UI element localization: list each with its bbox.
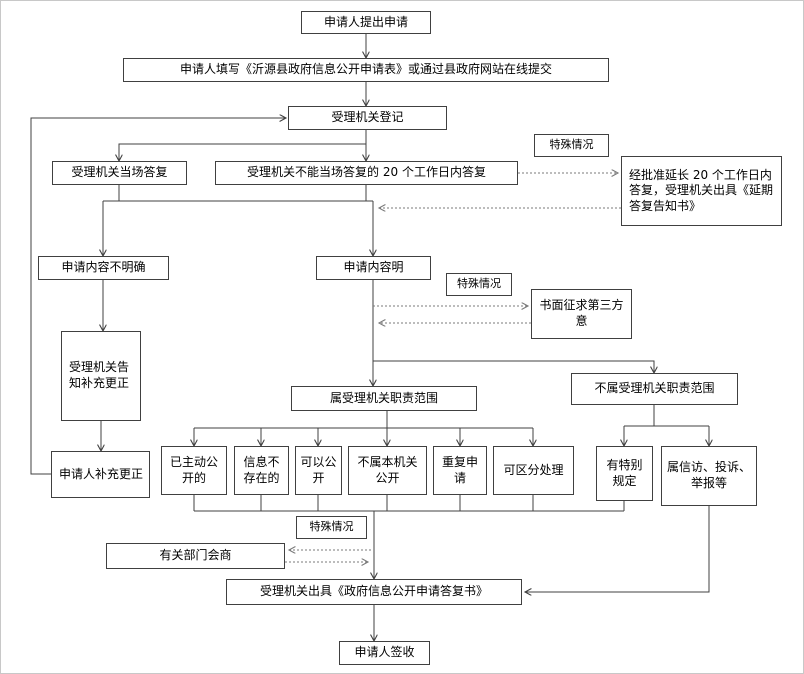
flow-node-sign-receive: 申请人签收 — [339, 641, 430, 665]
flow-node-already-public: 已主动公开的 — [161, 446, 227, 495]
solid-connectors — [30, 34, 709, 641]
flow-node-special-rule: 有特别规定 — [596, 446, 653, 501]
flow-node-special-case-top: 特殊情况 — [534, 134, 609, 157]
flow-node-repeat-apply: 重复申请 — [433, 446, 487, 495]
flow-node-separable: 可区分处理 — [493, 446, 574, 495]
flow-node-consult: 有关部门会商 — [106, 543, 285, 569]
dotted-connectors — [285, 173, 621, 562]
flow-node-reply-20days: 受理机关不能当场答复的 20 个工作日内答复 — [215, 161, 518, 185]
flow-node-extend-reply: 经批准延长 20 个工作日内答复，受理机关出具《延期答复告知书》 — [621, 156, 782, 226]
flow-node-fill-form: 申请人填写《沂源县政府信息公开申请表》或通过县政府网站在线提交 — [123, 58, 609, 82]
flow-node-issue-reply: 受理机关出具《政府信息公开申请答复书》 — [226, 579, 522, 605]
flow-node-not-this-org: 不属本机关公开 — [348, 446, 427, 495]
flow-node-applicant-submit: 申请人提出申请 — [301, 11, 431, 34]
flow-node-petition: 属信访、投诉、举报等 — [661, 446, 757, 506]
flow-node-out-scope: 不属受理机关职责范围 — [571, 373, 738, 405]
flow-node-special-case-middle: 特殊情况 — [446, 273, 512, 296]
flow-node-notify-supplement: 受理机关告知补充更正 — [61, 331, 141, 421]
flow-node-applicant-supplement: 申请人补充更正 — [51, 451, 150, 498]
flow-node-third-party: 书面征求第三方意 — [531, 289, 632, 339]
flow-node-content-unclear: 申请内容不明确 — [38, 256, 169, 280]
flow-node-can-public: 可以公开 — [295, 446, 342, 495]
flow-node-register: 受理机关登记 — [288, 106, 447, 130]
flow-node-in-scope: 属受理机关职责范围 — [291, 386, 477, 411]
flow-node-special-case-bottom: 特殊情况 — [296, 516, 367, 539]
flow-node-content-clear: 申请内容明 — [316, 256, 431, 280]
flow-node-reply-onsite: 受理机关当场答复 — [52, 161, 187, 185]
flow-node-info-not-exist: 信息不存在的 — [234, 446, 289, 495]
